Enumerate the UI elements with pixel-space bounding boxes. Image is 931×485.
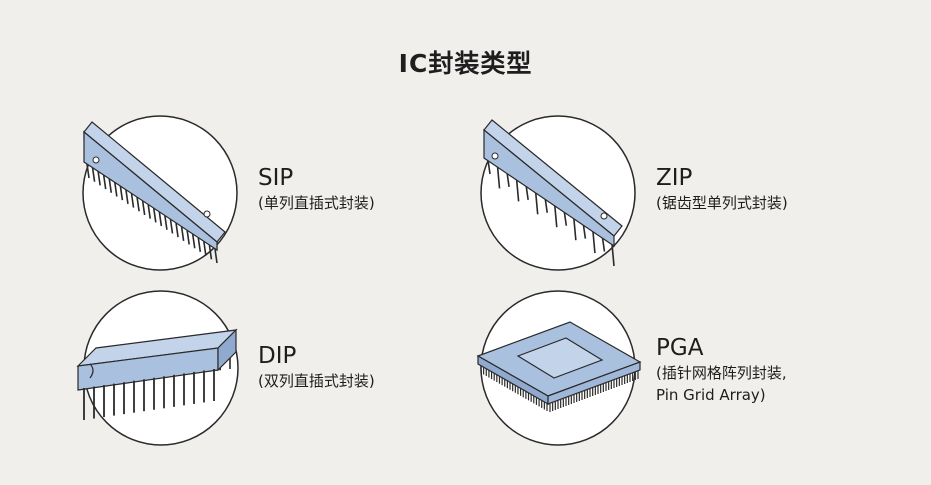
pga-desc-line2: Pin Grid Array) <box>656 386 766 404</box>
sip-pin <box>164 215 168 230</box>
sip-pin <box>125 189 129 204</box>
zip-pin <box>515 179 520 202</box>
sip-desc: (单列直插式封装) <box>258 194 375 212</box>
sip-pin <box>91 167 96 182</box>
zip-pin <box>487 159 491 175</box>
sip-pin <box>86 163 90 179</box>
sip-pin <box>136 197 140 212</box>
zip-name: ZIP <box>656 165 693 191</box>
sip-pin <box>197 237 202 253</box>
sip-pin <box>175 223 179 238</box>
zip-pin <box>582 224 587 239</box>
zip-pin <box>525 185 529 200</box>
page-title: IC封装类型 <box>398 49 533 78</box>
sip-name: SIP <box>258 165 294 191</box>
sip-pin <box>102 174 107 190</box>
sip-pin <box>158 211 163 227</box>
zip-pin <box>496 166 501 189</box>
sip-pin <box>114 182 118 197</box>
sip-pin <box>130 193 135 208</box>
zip-pin <box>573 218 577 241</box>
sip-pin <box>152 208 157 223</box>
zip-pin <box>563 211 568 226</box>
sip-pin <box>180 226 185 241</box>
zip-pin <box>611 243 615 267</box>
zip-pin <box>544 198 549 213</box>
zip-pin <box>553 205 558 228</box>
sip-pin <box>203 241 207 256</box>
dip-desc: (双列直插式封装) <box>258 372 375 390</box>
sip-pin <box>97 171 101 186</box>
zip-pin <box>592 231 596 254</box>
sip-pin <box>169 219 174 234</box>
zip-pin <box>601 237 606 252</box>
sip-pin <box>108 178 113 193</box>
zip-pin <box>534 192 539 215</box>
sip-pin <box>119 186 124 201</box>
sip-pin <box>214 248 218 264</box>
zip-pin <box>506 172 510 188</box>
sip-pin <box>147 204 152 219</box>
sip-pin <box>186 230 190 245</box>
sip-pin <box>208 245 213 260</box>
zip-desc: (锯齿型单列式封装) <box>656 194 788 212</box>
sip-pin <box>191 234 196 249</box>
sip-pin <box>141 200 146 216</box>
pga-desc: (插针网格阵列封装, <box>656 364 787 382</box>
pga-name: PGA <box>656 335 704 361</box>
dip-name: DIP <box>258 343 297 369</box>
